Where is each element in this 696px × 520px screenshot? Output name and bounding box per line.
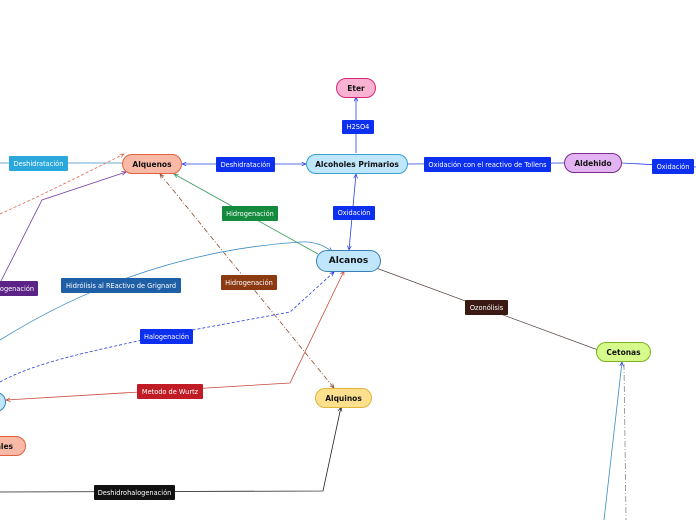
edge-deshidrohalogenacion — [0, 407, 341, 493]
label-oxidacion-mid[interactable]: Oxidación — [333, 206, 375, 220]
label-metodo-wurtz[interactable]: Metodo de Wurtz — [137, 384, 203, 399]
label-deshidratacion-center[interactable]: Deshidratación — [216, 157, 275, 172]
label-hidrolisis[interactable]: Hidrólisis al REactivo de Grignard — [61, 278, 181, 293]
node-alcanos[interactable]: Alcanos — [316, 250, 381, 272]
edge-salmon-dashed — [0, 154, 124, 215]
node-alquinos[interactable]: Alquinos — [315, 388, 372, 408]
node-alcoholes-primarios[interactable]: Alcoholes Primarios — [306, 154, 408, 174]
label-hidrogenacion-brown[interactable]: Hidrogenación — [221, 275, 277, 290]
label-deshidratacion-left[interactable]: Deshidratación — [9, 156, 68, 171]
edge-wurtz — [6, 271, 344, 400]
edge-purple — [0, 172, 126, 284]
label-halogenacion-mid[interactable]: Halogenación — [140, 329, 193, 344]
label-deshidrohalogenacion[interactable]: Deshidrohalogenación — [94, 485, 175, 500]
label-h2so4[interactable]: H2SO4 — [342, 120, 374, 134]
node-cetonas[interactable]: Cetonas — [596, 342, 651, 362]
node-aldehido[interactable]: Aldehido — [564, 153, 622, 173]
node-haluros-partial[interactable]: ales — [0, 436, 26, 456]
label-hidrogenacion-green[interactable]: Hidrogenación — [222, 206, 278, 221]
edge-cetonas-teal — [603, 362, 622, 520]
edge-cetonas-grey — [623, 363, 627, 520]
label-ozonolisis[interactable]: Ozonólisis — [465, 300, 508, 315]
node-eter[interactable]: Eter — [336, 78, 376, 98]
node-alquenos[interactable]: Alquenos — [122, 154, 182, 174]
label-halogenacion-left[interactable]: ogenación — [0, 281, 38, 296]
label-oxidacion-right[interactable]: Oxidación — [652, 159, 694, 174]
label-oxidacion-tollens[interactable]: Oxidación con el reactivo de Tollens — [424, 157, 551, 172]
